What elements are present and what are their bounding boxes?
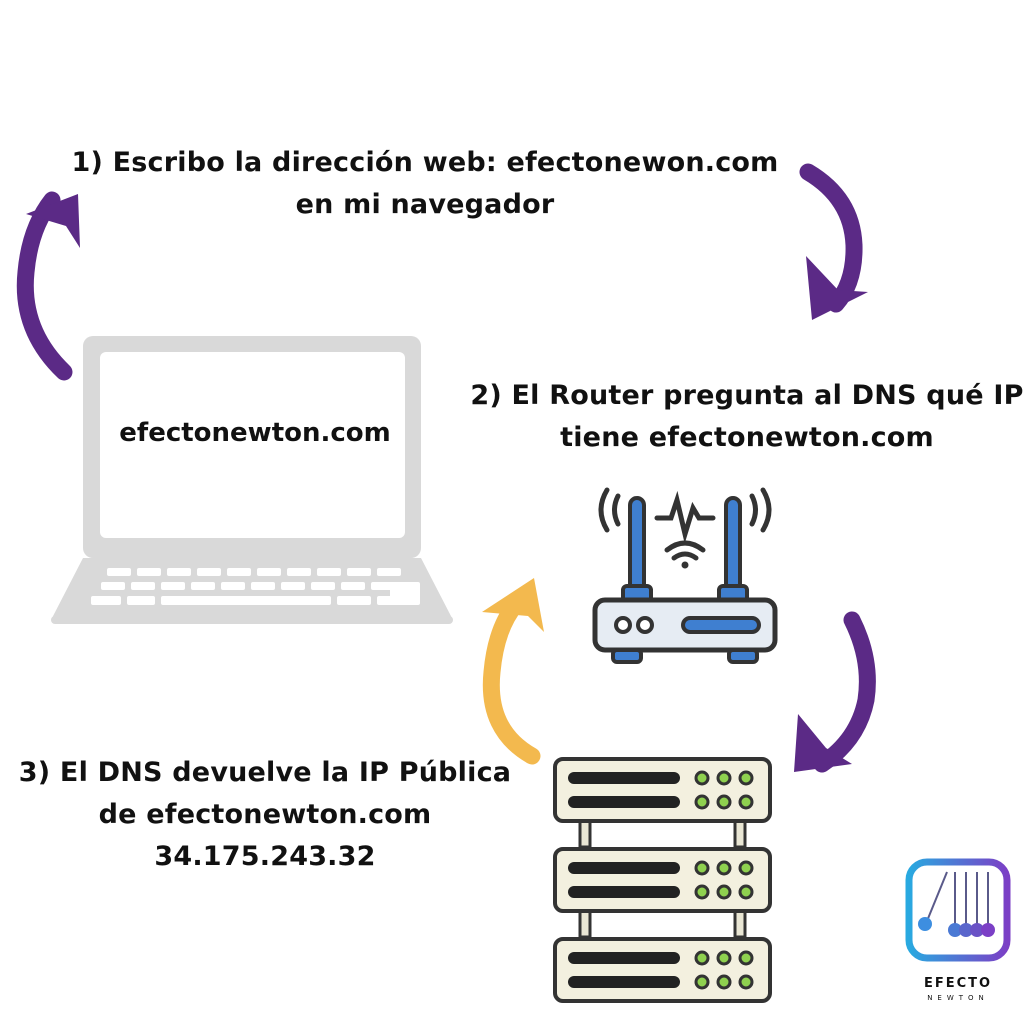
efecto-newton-logo: EFECTO NEWTON	[903, 858, 1013, 1008]
router-icon	[592, 487, 778, 664]
step-1-text: 1) Escribo la dirección web: efectonewon…	[40, 142, 810, 226]
step-3-line-1: 3) El DNS devuelve la IP Pública	[18, 757, 512, 788]
arrow-icon	[482, 578, 544, 765]
arrow-icon	[16, 191, 80, 381]
arrow-icon	[799, 163, 868, 320]
step-2-text: 2) El Router pregunta al DNS qué IP tien…	[460, 375, 1024, 459]
arrow-icon	[794, 611, 876, 773]
step-3-line-2: de efectonewton.com	[98, 799, 432, 830]
logo-name: EFECTO	[923, 976, 993, 991]
step-3-text: 3) El DNS devuelve la IP Pública de efec…	[10, 752, 520, 878]
step-1-line-1: 1) Escribo la dirección web: efectonewon…	[71, 147, 779, 178]
server-rack-icon	[553, 757, 772, 1003]
logo-subtitle: NEWTON	[927, 994, 989, 1002]
newton-cradle-icon	[905, 858, 1011, 962]
step-2-line-2: tiene efectonewton.com	[560, 422, 934, 453]
laptop-icon	[51, 336, 453, 624]
laptop-screen-url: efectonewton.com	[119, 418, 391, 448]
step-1-line-2: en mi navegador	[295, 189, 555, 220]
step-3-line-3: 34.175.243.32	[154, 841, 376, 872]
step-2-line-1: 2) El Router pregunta al DNS qué IP	[470, 380, 1024, 411]
